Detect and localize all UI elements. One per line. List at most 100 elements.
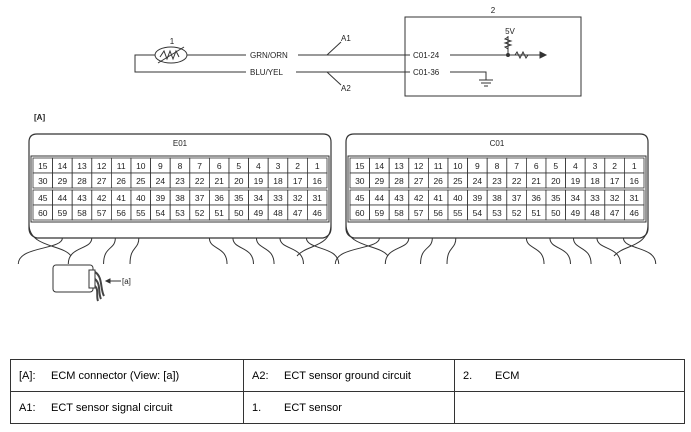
connector-pin-number: 21 — [531, 176, 541, 186]
connector-pin-number: 42 — [414, 193, 424, 203]
connector-pin-number: 56 — [433, 208, 443, 218]
connector-pin-cell — [306, 172, 328, 189]
legend-code: A2: — [252, 369, 269, 382]
connector-pin-number: 17 — [610, 176, 620, 186]
ecm-box — [404, 16, 582, 97]
connector-pin-number: 30 — [38, 176, 48, 186]
signal-arrowhead — [539, 51, 548, 59]
connector-pin-number: 47 — [610, 208, 620, 218]
harness-wire — [103, 237, 116, 265]
connector-pin-number: 39 — [156, 193, 166, 203]
connector-pin-number: 19 — [254, 176, 264, 186]
view-arrow-label: [a] — [122, 277, 131, 286]
connector-pin-number: 38 — [175, 193, 185, 203]
connector-pin-number: 51 — [214, 208, 224, 218]
connector-pin-number: 25 — [136, 176, 146, 186]
legend-row: [A]:ECM connector (View: [a]) A2:ECT sen… — [10, 359, 685, 392]
connector-pin-number: 42 — [97, 193, 107, 203]
thermistor-zigzag — [159, 49, 180, 61]
connector-pin-number: 52 — [195, 208, 205, 218]
harness-outline — [296, 223, 332, 257]
legend-text: ECM connector (View: [a]) — [51, 369, 180, 382]
ect-sensor-wiring-diagram: 1 2 GRN/ORN BLU/YEL A1 A2 C01-24 C01-36 … — [17, 6, 657, 302]
connector-pin-number: 5 — [553, 161, 558, 171]
connector-pin-number: 16 — [629, 176, 639, 186]
connector-pin-number: 32 — [610, 193, 620, 203]
harness-wire — [572, 237, 592, 265]
connector-pin-number: 24 — [473, 176, 483, 186]
terminal-a1: C01-24 — [413, 51, 440, 60]
connector-pin-number: 11 — [117, 161, 126, 171]
view-label: [A] — [34, 113, 45, 122]
connector-pin-cell — [624, 204, 645, 221]
legend-cell: 2.ECM — [454, 359, 685, 392]
connector-pin-number: 41 — [116, 193, 126, 203]
thermistor-arrow — [157, 46, 185, 64]
connector-pin-number: 2 — [295, 161, 300, 171]
connector-pin-number: 49 — [571, 208, 581, 218]
connector-pin-number: 32 — [293, 193, 303, 203]
harness-wire — [334, 237, 380, 265]
connector-name: E01 — [173, 139, 188, 148]
connector-pin-number: 15 — [355, 161, 365, 171]
connector-pin-number: 12 — [97, 161, 107, 171]
connector-pin-number: 50 — [234, 208, 244, 218]
connector-pin-number: 31 — [629, 193, 639, 203]
connector-name: C01 — [490, 139, 505, 148]
connector-pin-number: 27 — [414, 176, 424, 186]
legend-code: [A]: — [19, 369, 36, 382]
legend-code: 1. — [252, 401, 262, 414]
connector-pin-number: 38 — [492, 193, 502, 203]
harness-outline — [28, 223, 72, 257]
a2-leader — [326, 71, 342, 86]
connector-pin-number: 21 — [214, 176, 224, 186]
legend-code: A1: — [19, 401, 36, 414]
sensor-label: 1 — [170, 37, 175, 46]
connector-pin-number: 60 — [355, 208, 365, 218]
connector-pin-number: 55 — [136, 208, 146, 218]
connector-pin-number: 57 — [414, 208, 424, 218]
connector-pin-number: 4 — [573, 161, 578, 171]
connector-pin-number: 60 — [38, 208, 48, 218]
a1-leader — [326, 41, 342, 56]
wire-color-a1: GRN/ORN — [250, 51, 288, 60]
connector-pin-number: 51 — [531, 208, 541, 218]
connector-pin-number: 9 — [158, 161, 163, 171]
connector-pin-number: 33 — [273, 193, 283, 203]
connector-pin-number: 19 — [571, 176, 581, 186]
connector-pin-number: 36 — [531, 193, 541, 203]
connector-pin-number: 22 — [195, 176, 205, 186]
connector-pin-number: 3 — [593, 161, 598, 171]
connector-pin-number: 18 — [590, 176, 600, 186]
connector-pin-cell — [306, 204, 328, 221]
connector-pin-number: 39 — [473, 193, 483, 203]
connector-pin-number: 7 — [514, 161, 519, 171]
connector-pin-number: 34 — [254, 193, 264, 203]
connector-pin-number: 49 — [254, 208, 264, 218]
connector-pin-number: 59 — [375, 208, 385, 218]
connector-pin-number: 30 — [355, 176, 365, 186]
connector-pin-number: 17 — [293, 176, 303, 186]
connector-pin-number: 58 — [77, 208, 87, 218]
connector-pin-number: 37 — [512, 193, 522, 203]
connector-pin-number: 10 — [136, 161, 146, 171]
wire-color-a2: BLU/YEL — [250, 68, 283, 77]
connector-pin-number: 22 — [512, 176, 522, 186]
connector-pin-number: 48 — [590, 208, 600, 218]
connector-pin-number: 44 — [58, 193, 68, 203]
legend-table: [A]:ECM connector (View: [a]) A2:ECT sen… — [10, 359, 685, 424]
connector-pin-number: 20 — [551, 176, 561, 186]
connector-pin-number: 1 — [315, 161, 320, 171]
connector-pin-number: 1 — [632, 161, 637, 171]
connector-pin-number: 10 — [453, 161, 463, 171]
connector-pin-number: 6 — [217, 161, 222, 171]
connector-pin-number: 34 — [571, 193, 581, 203]
connector-pin-number: 14 — [58, 161, 68, 171]
harness-wire — [305, 237, 340, 265]
connector-pin-number: 52 — [512, 208, 522, 218]
wire-id-a2: A2 — [341, 84, 351, 93]
connector-pin-number: 50 — [551, 208, 561, 218]
connector-pin-number: 43 — [394, 193, 404, 203]
connector-pin-number: 40 — [453, 193, 463, 203]
connector-pin-number: 6 — [534, 161, 539, 171]
